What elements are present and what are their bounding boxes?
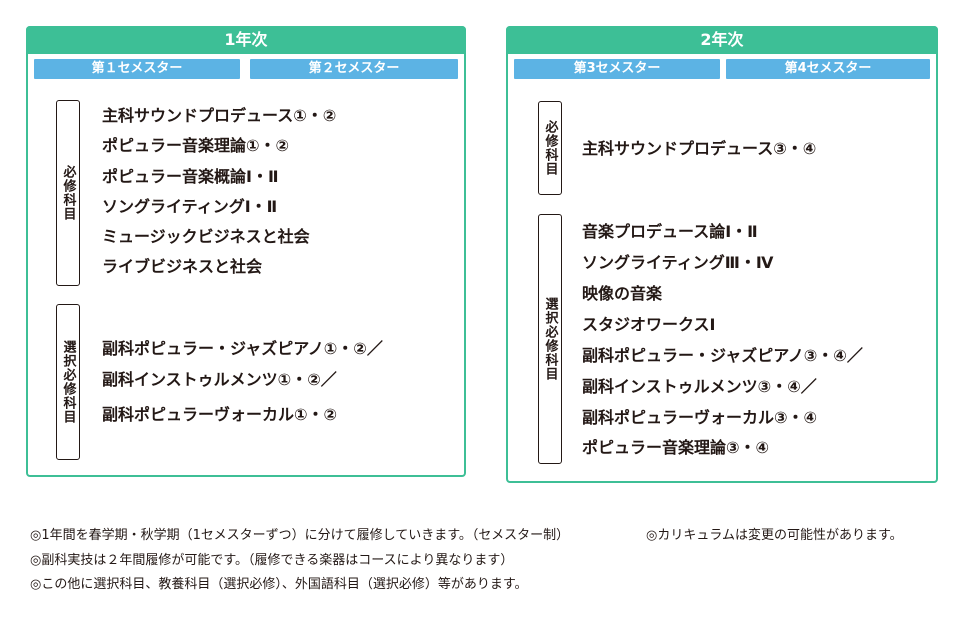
course-item: 主科サウンドプロデュース①・②: [102, 106, 337, 125]
course-item: ソングライティングⅠ・Ⅱ: [102, 197, 278, 216]
semester-2-label: 第２セメスター: [250, 59, 458, 79]
course-item: スタジオワークスⅠ: [582, 315, 716, 334]
year2-title: 2年次: [506, 26, 938, 54]
note-minor-practice: ◎副科実技は２年間履修が可能です。（履修できる楽器はコースにより異なります）: [30, 553, 514, 568]
course-item: 副科ポピュラーヴォーカル①・②: [102, 405, 338, 424]
note-other-subjects: ◎この他に選択科目、教養科目（選択必修）、外国語科目（選択必修）等があります。: [30, 577, 528, 592]
course-item: ミュージックビジネスと社会: [102, 227, 310, 246]
course-item: ライブビジネスと社会: [102, 257, 263, 276]
year1-required-label: 必修科目: [56, 100, 80, 286]
course-item: 副科ポピュラー・ジャズピアノ①・②／: [102, 339, 383, 358]
course-item: 映像の音楽: [582, 284, 663, 303]
year2-panel: 2年次 第3セメスター 第4セメスター 必修科目 主科サウンドプロデュース③・④…: [506, 26, 938, 483]
course-item: 音楽プロデュース論Ⅰ・Ⅱ: [582, 222, 758, 241]
course-item: ソングライティングⅢ・Ⅳ: [582, 253, 774, 272]
course-item: 主科サウンドプロデュース③・④: [582, 139, 817, 158]
course-item: 副科インストゥルメンツ①・②／: [102, 370, 337, 389]
course-item: ポピュラー音楽理論①・②: [102, 136, 290, 155]
course-item: 副科インストゥルメンツ③・④／: [582, 377, 817, 396]
semester-1-label: 第１セメスター: [34, 59, 240, 79]
course-item: ポピュラー音楽概論Ⅰ・Ⅱ: [102, 167, 279, 186]
year1-elective-label: 選択必修科目: [56, 304, 80, 460]
course-item: ポピュラー音楽理論③・④: [582, 438, 770, 457]
semester-3-label: 第3セメスター: [514, 59, 720, 79]
course-item: 副科ポピュラー・ジャズピアノ③・④／: [582, 346, 863, 365]
semester-4-label: 第4セメスター: [726, 59, 930, 79]
course-item: 副科ポピュラーヴォーカル③・④: [582, 408, 818, 427]
note-curriculum-change: ◎カリキュラムは変更の可能性があります。: [646, 528, 903, 543]
year2-required-label: 必修科目: [538, 101, 562, 195]
year1-panel: 1年次 第１セメスター 第２セメスター 必修科目 主科サウンドプロデュース①・②…: [26, 26, 466, 477]
note-semester-system: ◎1年間を春学期・秋学期（1セメスターずつ）に分けて履修していきます。（セメスタ…: [30, 528, 570, 543]
year1-title: 1年次: [26, 26, 466, 54]
year2-elective-label: 選択必修科目: [538, 214, 562, 464]
